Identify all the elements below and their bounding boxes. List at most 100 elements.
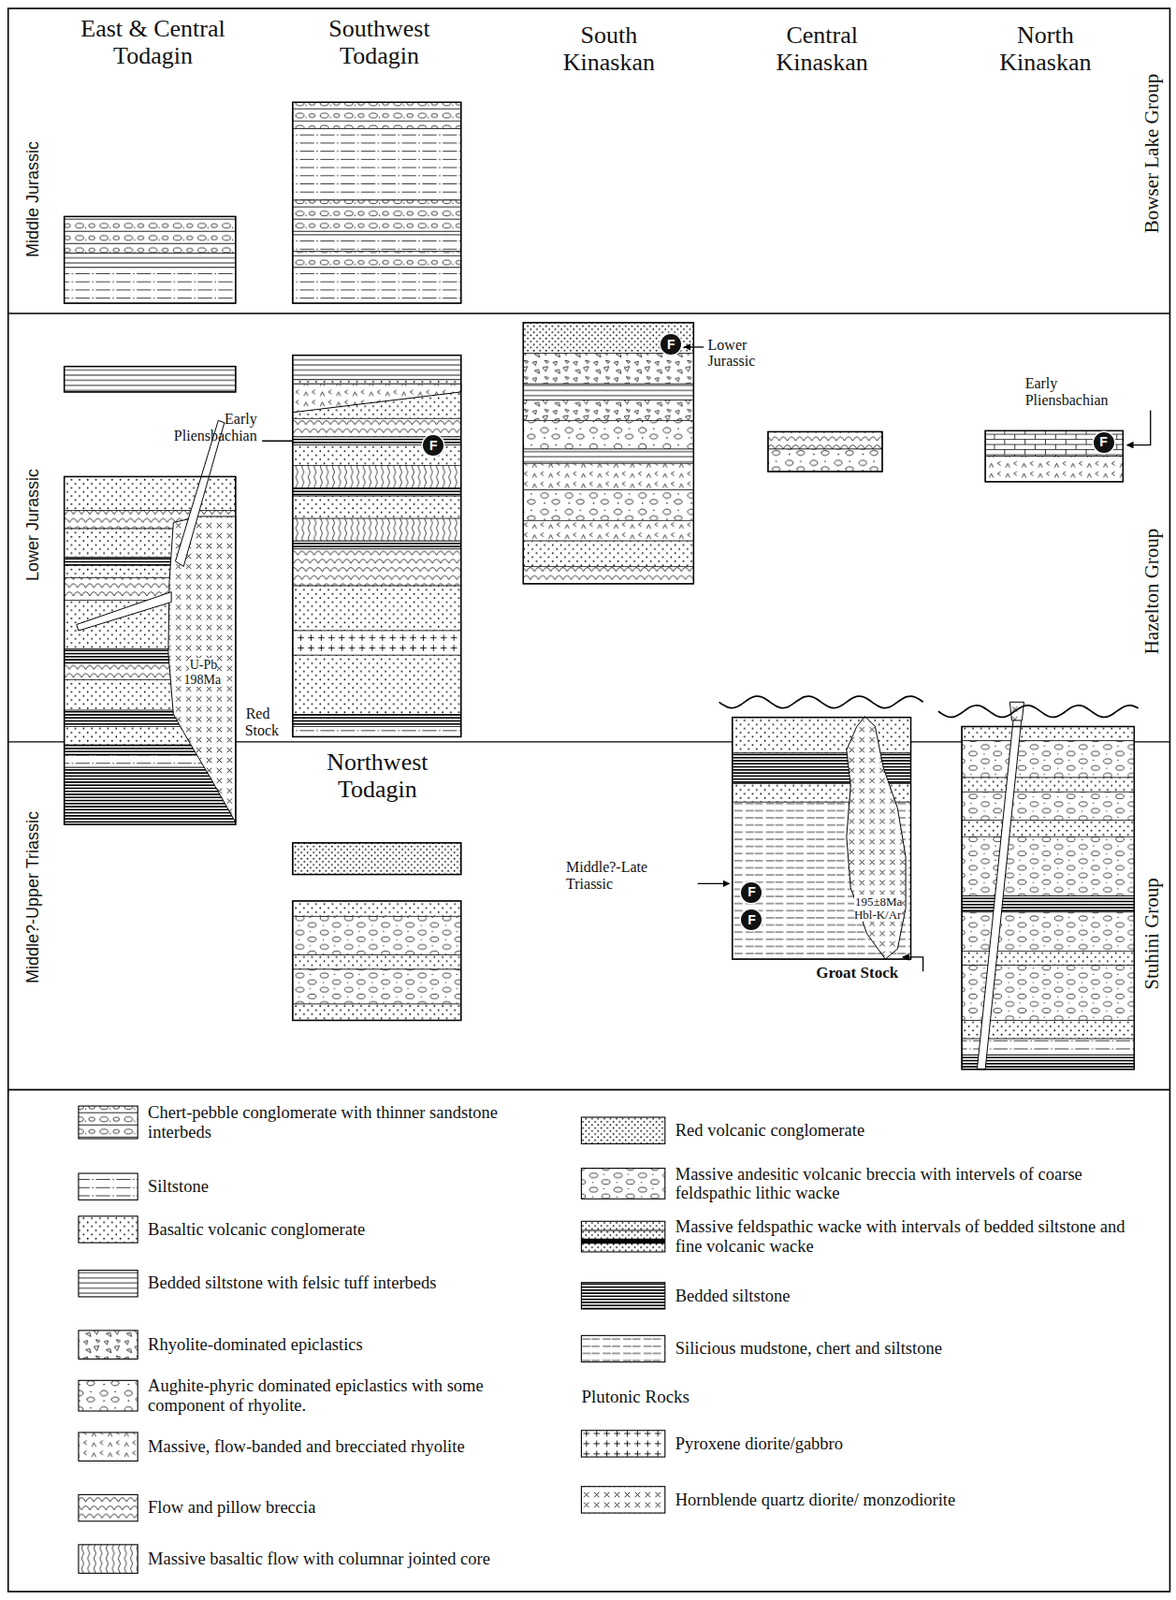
legend-entry: Red volcanic conglomerate: [675, 1120, 1155, 1140]
strat-layer: [985, 430, 1123, 456]
unconformity-line: [938, 705, 1139, 718]
strat-layer: [522, 352, 694, 384]
leader-line: [684, 346, 705, 348]
legend-text: Flow and pillow breccia: [147, 1497, 316, 1517]
strat-layer: [522, 420, 694, 450]
divider-line: [8, 1088, 1171, 1091]
strat-layer: [64, 366, 236, 392]
column-heading-text: Northwest Todagin: [326, 748, 428, 803]
swatch-fill: [580, 1282, 665, 1309]
age-note: Middle?-Late Triassic: [566, 858, 689, 892]
age-note-text: Early Pliensbachian: [1025, 375, 1109, 408]
strat-layer: [732, 717, 912, 754]
group-name-text: Bowser Lake Group: [1140, 72, 1163, 233]
strat-layer: [522, 400, 694, 422]
strat-layer: [961, 820, 1134, 837]
rhyolite-wedge: [292, 383, 462, 413]
swatch-fill: [78, 1270, 138, 1297]
strat-layer: [522, 463, 694, 490]
intrusion-name-text: Groat Stock: [815, 963, 899, 982]
strat-column: [64, 216, 236, 304]
swatch-band: [580, 1238, 665, 1244]
strat-layer: [522, 520, 694, 541]
period-name: Lower Jurassic: [24, 468, 44, 581]
legend-text: Aughite-phyric dominated epiclastics wit…: [147, 1376, 484, 1414]
legend-swatch: [580, 1117, 665, 1144]
dike: [976, 713, 1022, 1069]
swatch-fill: [78, 1544, 138, 1574]
strat-column: [292, 900, 462, 1021]
legend-heading: Plutonic Rocks: [580, 1387, 806, 1408]
legend-swatch: [580, 1220, 665, 1252]
intrusion-name-text: Red Stock: [245, 705, 280, 739]
fossil-mark: F: [747, 913, 756, 928]
legend-heading-text: Plutonic Rocks: [580, 1386, 690, 1407]
date-note-text: U-Pb 198Ma: [184, 657, 223, 686]
column-heading: East & Central Todagin: [51, 15, 256, 70]
strat-layer: [292, 969, 462, 1004]
strat-layer: [768, 431, 883, 450]
legend-swatch: [78, 1216, 138, 1243]
strat-layer: [292, 129, 462, 201]
group-name: Bowser Lake Group: [1141, 72, 1163, 233]
strat-layer: [961, 1055, 1134, 1070]
strat-column: [292, 101, 462, 304]
fossil-locality: F: [660, 333, 682, 355]
legend-text: Red volcanic conglomerate: [675, 1120, 865, 1140]
legend-text: Massive andesitic volcanic breccia with …: [675, 1163, 1083, 1202]
column-outline: [985, 430, 1123, 482]
strat-layer: [961, 740, 1134, 778]
swatch-fill: [78, 1330, 138, 1360]
column-heading: North Kinaskan: [973, 22, 1118, 76]
strat-layer: [292, 549, 462, 586]
legend-swatch: [580, 1430, 665, 1457]
group-name: Hazelton Group: [1141, 528, 1163, 655]
strat-layer: [522, 566, 694, 584]
strat-layer: [961, 726, 1134, 741]
leader-line: [261, 440, 293, 442]
leader-line: [697, 883, 730, 885]
column-outline: [732, 717, 912, 959]
column-heading-text: Central Kinaskan: [776, 21, 869, 76]
legend-entry: Bedded siltstone with felsic tuff interb…: [147, 1273, 525, 1293]
strat-layer: [522, 449, 694, 464]
legend-entry: Flow and pillow breccia: [147, 1497, 525, 1517]
strat-layer: [961, 912, 1134, 951]
period-name-text: Middle Jurassic: [23, 141, 43, 258]
legend-swatch: [580, 1168, 665, 1200]
strat-layer: [768, 449, 883, 472]
strat-layer: [292, 900, 462, 916]
period-name-text: Lower Jurassic: [23, 468, 43, 581]
group-name-text: Hazelton Group: [1140, 528, 1163, 655]
legend-text: Pyroxene diorite/gabbro: [675, 1433, 843, 1452]
swatch-fill: [78, 1432, 138, 1462]
legend-text: Silicious mudstone, chert and siltstone: [675, 1338, 943, 1358]
strat-layer: [292, 495, 462, 519]
intrusion-name: Red Stock: [245, 705, 297, 739]
legend-swatch: [78, 1270, 138, 1297]
fossil-locality: F: [740, 909, 762, 930]
date-note-text: 195±8Ma Hbl-K/Ar: [854, 894, 903, 922]
legend-entry: Silicious mudstone, chert and siltstone: [675, 1338, 1155, 1358]
column-outline: [522, 322, 694, 584]
legend-text: Bedded siltstone: [675, 1285, 791, 1305]
strat-column: [292, 355, 462, 738]
age-note: Early Pliensbachian: [143, 410, 258, 444]
column-heading: Central Kinaskan: [750, 22, 894, 76]
legend-entry: Siltstone: [147, 1176, 525, 1196]
intrusion-name: Groat Stock: [815, 964, 918, 983]
strat-layer: [961, 895, 1134, 912]
swatch-fill: [580, 1117, 665, 1144]
legend-swatch: [580, 1486, 665, 1513]
legend-text: Basaltic volcanic conglomerate: [147, 1219, 365, 1239]
strat-layer: [292, 234, 462, 251]
fossil-locality: F: [422, 435, 444, 456]
column-heading: South Kinaskan: [537, 22, 682, 76]
strat-layer: [292, 1003, 462, 1020]
legend-swatch: [78, 1544, 138, 1574]
column-outline: [64, 476, 236, 825]
strat-layer: [64, 253, 236, 268]
legend-entry: Pyroxene diorite/gabbro: [675, 1433, 1155, 1452]
column-heading-text: East & Central Todagin: [80, 14, 226, 70]
